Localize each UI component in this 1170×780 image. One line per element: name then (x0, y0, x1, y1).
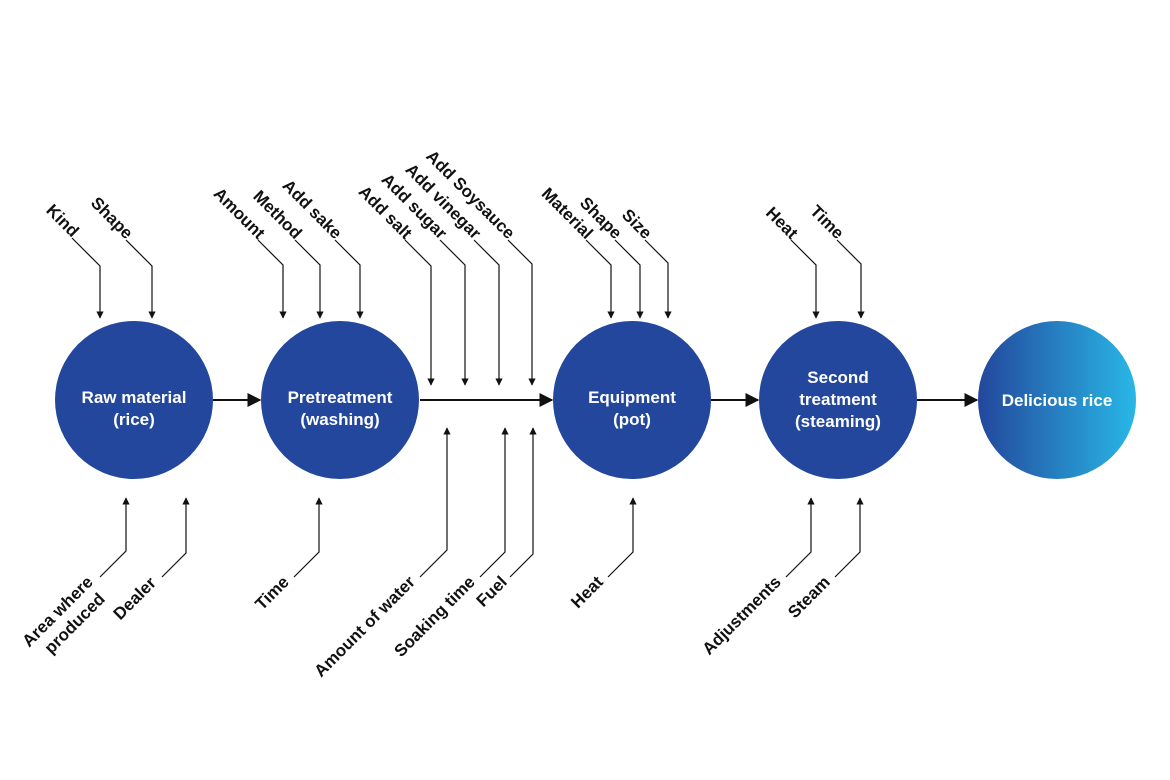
leader-kind (71, 237, 104, 319)
factor-equip-heat: Heat (567, 572, 607, 612)
factor-fuel: Fuel (473, 572, 511, 610)
leader-raw-shape (125, 239, 156, 319)
leader-add-vinegar (473, 239, 503, 386)
factor-pre-time: Time (252, 572, 293, 613)
factor-kind: Kind (42, 201, 82, 241)
factor-adjustments: Adjustments (699, 572, 785, 658)
leader-equip-heat (607, 497, 637, 578)
leader-method (294, 239, 324, 319)
factor-steam: Steam (784, 572, 834, 622)
leader-amount-of-water (419, 427, 451, 578)
factor-second-heat: Heat (762, 203, 802, 243)
node-raw-material-label-1: Raw material (82, 388, 187, 407)
factor-size: Size (618, 205, 655, 242)
leader-area-where-produced (99, 497, 130, 578)
leader-adjustments (785, 497, 815, 578)
leader-add-sake (334, 239, 364, 319)
node-second-treatment-label-1: Second (807, 368, 868, 387)
leader-add-salt (404, 239, 435, 386)
leader-equip-shape (614, 239, 644, 319)
leader-steam (834, 497, 864, 578)
node-equipment-label-2: (pot) (613, 410, 651, 429)
leader-soaking-time (479, 427, 509, 578)
leader-add-sugar (439, 239, 469, 386)
node-second-treatment-label-2: treatment (799, 390, 877, 409)
leader-material (585, 239, 615, 319)
leader-second-time (836, 239, 865, 319)
node-second-treatment (759, 321, 917, 479)
node-second-treatment-label-3: (steaming) (795, 412, 881, 431)
leader-add-soysauce (507, 239, 536, 386)
node-equipment-label-1: Equipment (588, 388, 676, 407)
leader-second-heat (790, 239, 820, 319)
node-equipment (553, 321, 711, 479)
factor-amount-of-water: Amount of water (311, 572, 420, 681)
node-raw-material (55, 321, 213, 479)
leader-dealer (161, 497, 190, 578)
node-raw-material-label-2: (rice) (113, 410, 155, 429)
factor-second-time: Time (806, 202, 847, 243)
leader-fuel (509, 427, 537, 578)
node-delicious-rice (978, 321, 1136, 479)
node-delicious-rice-label: Delicious rice (1002, 391, 1113, 410)
factor-raw-shape: Shape (87, 193, 137, 243)
leader-pre-time (293, 497, 323, 578)
leader-amount (257, 239, 287, 319)
node-pretreatment (261, 321, 419, 479)
leader-size (644, 239, 672, 319)
factor-dealer: Dealer (110, 573, 160, 623)
node-pretreatment-label-2: (washing) (300, 410, 379, 429)
node-pretreatment-label-1: Pretreatment (288, 388, 393, 407)
